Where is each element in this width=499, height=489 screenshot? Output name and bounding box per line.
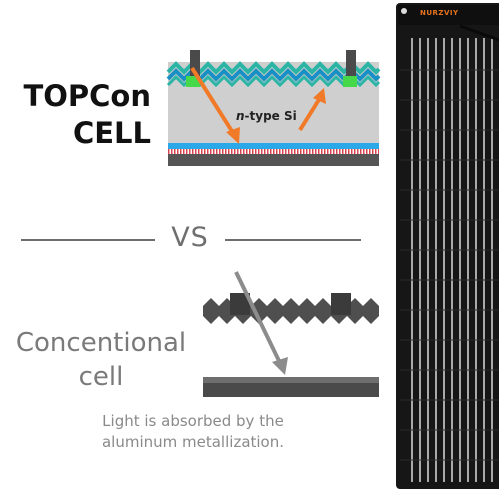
panel-grommet-icon	[401, 8, 407, 14]
topcon-title-line1: TOPCon	[23, 79, 151, 113]
absorbed-arrow-head	[272, 357, 288, 375]
reflected-arrow-head	[313, 88, 326, 104]
conventional-caption: Light is absorbed by the aluminum metall…	[60, 411, 326, 453]
reflected-light-arrow	[298, 96, 322, 132]
green-contact-right	[343, 76, 357, 87]
tunnel-oxide-stripes	[168, 149, 379, 154]
conventional-title-line1: Concentional	[15, 328, 187, 358]
incident-light-arrow	[190, 66, 237, 138]
divider-line-left	[21, 239, 155, 241]
n-type-italic: n	[236, 109, 245, 123]
topcon-title-line2: CELL	[72, 116, 151, 150]
conventional-contact-right	[331, 293, 351, 315]
absorbed-light-arrow	[234, 271, 283, 366]
incident-arrow-head	[226, 127, 240, 144]
conventional-bottom-layer	[203, 383, 379, 397]
panel-brand-logo: NURZVIY	[420, 9, 459, 17]
panel-busbars	[411, 38, 493, 482]
panel-top-border	[398, 5, 499, 25]
conventional-bottom-layer-top	[203, 377, 379, 383]
vs-label: VS	[171, 222, 209, 253]
green-contact-left	[186, 76, 200, 87]
conventional-title: Concentional cell	[6, 326, 196, 394]
divider-line-right	[225, 239, 361, 241]
caption-line1: Light is absorbed by the	[102, 412, 284, 430]
n-type-rest: -type Si	[244, 109, 297, 123]
caption-line2: aluminum metallization.	[101, 433, 285, 451]
rear-contact-layer	[168, 154, 379, 166]
panel-cell-lines	[400, 69, 499, 461]
panel-frame	[396, 3, 499, 489]
front-contact-left	[190, 50, 200, 76]
conventional-contact-left	[230, 293, 250, 315]
front-contact-right	[346, 50, 356, 76]
conventional-title-line2: cell	[78, 362, 124, 392]
panel-junction-cable	[459, 24, 499, 42]
blue-passivation-layer	[168, 143, 379, 149]
topcon-title: TOPCon CELL	[16, 78, 151, 152]
n-type-si-label: n-type Si	[236, 109, 297, 123]
